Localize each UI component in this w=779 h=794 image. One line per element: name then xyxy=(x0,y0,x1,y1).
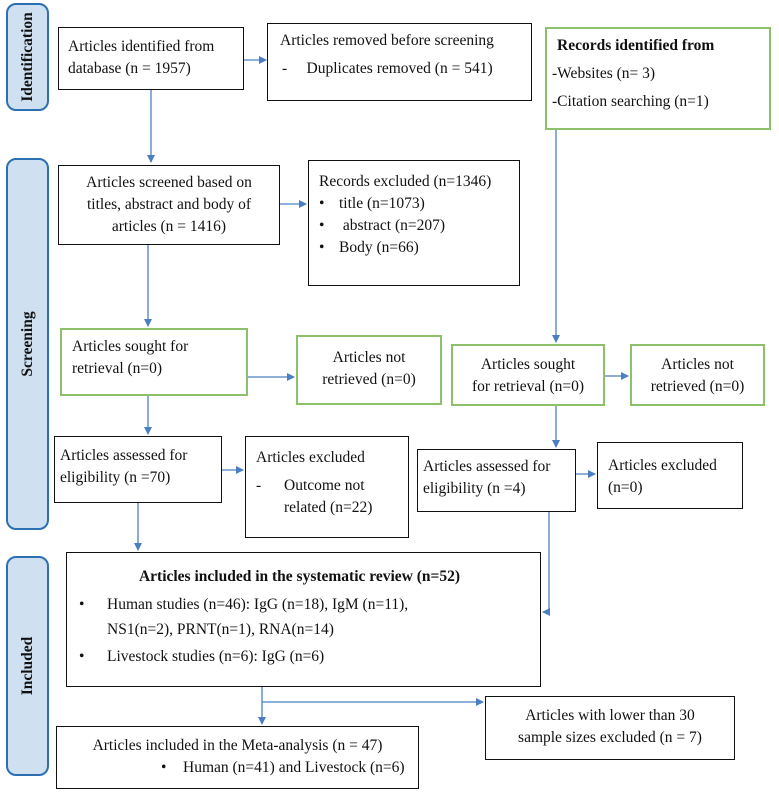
systematic-livestock-item: • Livestock studies (n=6): IgG (n=6) xyxy=(79,644,530,669)
lower-than-30-box: Articles with lower than 30 sample sizes… xyxy=(485,696,735,760)
removed-box: Articles removed before screening - Dupl… xyxy=(267,23,532,101)
sought-left-line-1: Articles sought for xyxy=(72,338,189,355)
screened-line-2: titles, abstract and body of xyxy=(87,196,251,213)
meta-analysis-box: Articles included in the Meta-analysis (… xyxy=(56,726,419,789)
not-retrieved-left-box: Articles not retrieved (n=0) xyxy=(296,335,442,405)
lower-than-30-line-1: Articles with lower than 30 xyxy=(525,707,695,724)
identified-box: Articles identified from database (n = 1… xyxy=(58,27,244,90)
systematic-human-line-1: Human studies (n=46): IgG (n=18), IgM (n… xyxy=(107,596,409,613)
not-retrieved-right-line-2: retrieved (n=0) xyxy=(650,378,745,395)
lower-than-30-line-2: sample sizes excluded (n = 7) xyxy=(518,729,702,746)
systematic-review-title: Articles included in the systematic revi… xyxy=(138,568,461,585)
not-retrieved-right-box: Articles not retrieved (n=0) xyxy=(630,344,765,406)
sought-right-line-2: for retrieval (n=0) xyxy=(471,378,585,395)
meta-analysis-item: •Human (n=41) and Livestock (n=6) xyxy=(161,759,405,776)
excluded-left-item-1: -Outcome not xyxy=(256,477,365,494)
removed-title: Articles removed before screening xyxy=(280,32,494,49)
stage-identification: Identification xyxy=(6,3,49,111)
assessed-right-line-2: eligibility (n =4) xyxy=(423,480,526,497)
other-records-box: Records identified from -Websites (n= 3)… xyxy=(545,27,771,130)
arrow-assessed-right-to-systematic xyxy=(542,512,550,616)
excluded-records-box: Records excluded (n=1346) •title (n=1073… xyxy=(308,160,520,286)
assessed-right-line-1: Articles assessed for xyxy=(423,458,551,475)
meta-analysis-title: Articles included in the Meta-analysis (… xyxy=(92,737,383,754)
sought-right-box: Articles sought for retrieval (n=0) xyxy=(451,344,605,406)
assessed-left-line-2: eligibility (n =70) xyxy=(60,469,171,486)
removed-item: - Duplicates removed (n = 541) xyxy=(282,60,493,77)
other-records-item-1: -Websites (n= 3) xyxy=(552,65,656,82)
systematic-livestock-line: Livestock studies (n=6): IgG (n=6) xyxy=(107,648,325,665)
assessed-left-box: Articles assessed for eligibility (n =70… xyxy=(54,436,222,503)
assessed-left-line-1: Articles assessed for xyxy=(60,447,188,464)
sought-right-line-1: Articles sought xyxy=(480,356,576,373)
excluded-right-box: Articles excluded (n=0) xyxy=(597,442,743,509)
excluded-records-item-2: • abstract (n=207) xyxy=(319,217,446,234)
stage-screening: Screening xyxy=(6,158,49,530)
excluded-left-title: Articles excluded xyxy=(256,449,365,466)
not-retrieved-right-line-1: Articles not xyxy=(661,356,734,373)
assessed-right-box: Articles assessed for eligibility (n =4) xyxy=(417,449,576,512)
systematic-human-line-2: NS1(n=2), PRNT(n=1), RNA(n=14) xyxy=(107,621,334,638)
sought-left-box: Articles sought for retrieval (n=0) xyxy=(60,328,248,396)
excluded-right-line-2: (n=0) xyxy=(608,479,643,496)
excluded-left-box: Articles excluded -Outcome not related (… xyxy=(245,436,409,538)
systematic-human-item: • Human studies (n=46): IgG (n=18), IgM … xyxy=(79,592,530,642)
not-retrieved-left-line-2: retrieved (n=0) xyxy=(322,371,416,388)
screened-box: Articles screened based on titles, abstr… xyxy=(58,165,280,245)
excluded-records-item-1: •title (n=1073) xyxy=(319,195,425,212)
screened-line-1: Articles screened based on xyxy=(86,174,252,191)
excluded-records-title: Records excluded (n=1346) xyxy=(319,173,492,190)
screened-line-3: articles (n = 1416) xyxy=(111,218,227,235)
excluded-right-line-1: Articles excluded xyxy=(608,457,717,474)
identified-line-2: database (n = 1957) xyxy=(68,60,191,77)
not-retrieved-left-line-1: Articles not xyxy=(332,349,406,366)
sought-left-line-2: retrieval (n=0) xyxy=(72,360,163,377)
stage-included: Included xyxy=(6,556,49,776)
systematic-review-box: Articles included in the systematic revi… xyxy=(66,552,541,687)
identified-line-1: Articles identified from xyxy=(68,38,215,55)
other-records-item-2: -Citation searching (n=1) xyxy=(552,93,709,110)
other-records-title: Records identified from xyxy=(557,37,715,54)
excluded-records-item-3: •Body (n=66) xyxy=(319,239,419,256)
excluded-left-item-2: related (n=22) xyxy=(284,499,373,516)
